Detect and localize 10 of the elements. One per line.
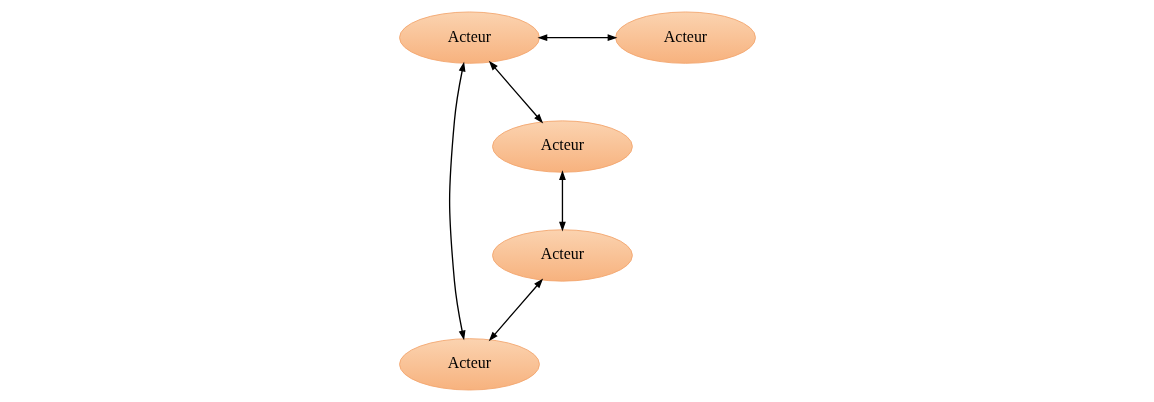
node-ellipse: Acteur <box>491 229 633 282</box>
node-ellipse: Acteur <box>398 11 540 64</box>
node-ellipse: Acteur <box>491 120 633 173</box>
arrow <box>488 60 543 124</box>
arrow <box>488 278 543 342</box>
arrow <box>558 170 566 232</box>
arrow <box>537 34 617 42</box>
node-ellipse: Acteur <box>614 11 756 64</box>
arrow <box>448 61 465 341</box>
node-ellipse: Acteur <box>398 338 540 391</box>
